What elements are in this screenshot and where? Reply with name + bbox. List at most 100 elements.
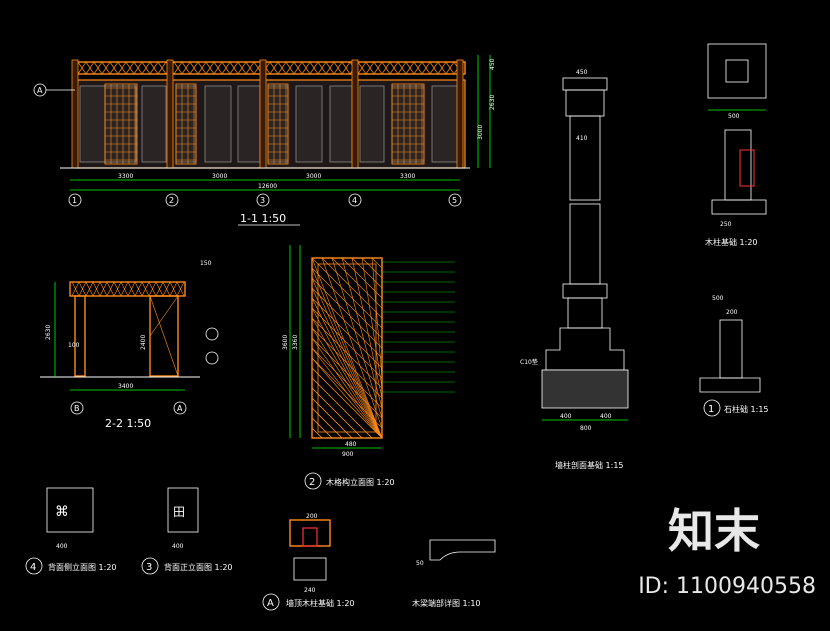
wall-shaft-top xyxy=(569,115,601,201)
column-top-number: A xyxy=(267,598,274,609)
lattice-strut xyxy=(285,61,295,75)
height-2: 2630 xyxy=(489,95,496,110)
watermark-logo: 知末 xyxy=(668,504,760,558)
span-4: 3300 xyxy=(400,173,415,180)
section-strut xyxy=(99,281,108,297)
section-wall-hatch xyxy=(149,295,179,377)
wall-cap-lower xyxy=(565,89,605,117)
column-base-insert xyxy=(739,149,755,187)
lattice-strut xyxy=(101,61,111,75)
lattice-strut xyxy=(413,61,423,75)
elevation-stone-panel xyxy=(267,85,289,163)
elevation-stone-panel xyxy=(431,85,459,163)
wall-band xyxy=(562,283,608,299)
wall-column-section: 400 400 800 450 410 C10垫 墙柱剖面基础 1:15 xyxy=(520,69,629,470)
lattice-strut xyxy=(397,61,407,75)
lattice-strut xyxy=(301,61,311,75)
gate-diagonal-rev xyxy=(311,347,383,419)
section-sub-dim-1: 100 xyxy=(68,342,80,349)
grid-label-5: 5 xyxy=(452,196,457,205)
grid-label-1: 1 xyxy=(72,196,77,205)
stone-column-title: 石柱础 1:15 xyxy=(724,404,769,414)
column-top-number-circle xyxy=(262,593,280,611)
elevation-stone-panel xyxy=(141,85,167,163)
gate-diagonal-rev xyxy=(311,417,333,439)
column-base-dim: 250 xyxy=(720,221,732,228)
detail-4-dim: 400 xyxy=(56,543,68,550)
gate-diagonal-rev xyxy=(311,287,383,359)
section-strut xyxy=(78,281,87,297)
wall-dim-right: 400 xyxy=(600,413,612,420)
gate-diagonal-rev xyxy=(311,277,383,349)
stone-column-number-circle xyxy=(703,399,721,417)
lattice-strut xyxy=(85,61,95,75)
wood-gate-width-1: 480 xyxy=(345,441,357,448)
section-axis-a-label: A xyxy=(177,404,183,413)
section-callout-4 xyxy=(205,351,219,365)
gate-diagonal xyxy=(351,257,383,399)
lattice-strut xyxy=(437,61,447,75)
column-base-footing xyxy=(711,199,767,215)
section-strut xyxy=(155,281,164,297)
column-top-dim: 200 xyxy=(306,513,318,520)
detail-3-dim: 400 xyxy=(172,543,184,550)
elevation-post xyxy=(71,59,79,169)
detail-4-number: 4 xyxy=(30,562,36,573)
wood-gate-title: 木格构立面图 1:20 xyxy=(326,477,395,487)
section-beam xyxy=(69,281,186,297)
lattice-strut xyxy=(149,61,159,75)
detail-3: 田 400 3 背面正立面图 1:20 xyxy=(141,487,233,575)
column-plan-dim: 500 xyxy=(728,113,740,120)
elevation-post xyxy=(166,59,174,169)
elevation-title: 1-1 1:50 xyxy=(240,212,286,225)
lattice-strut xyxy=(293,61,303,75)
grid-label-3: 3 xyxy=(260,196,265,205)
elevation-stone-panel xyxy=(204,85,232,163)
elevation-stone-panel xyxy=(359,85,385,163)
wall-shaft-dim: 410 xyxy=(576,135,588,142)
height-1: 3000 xyxy=(477,125,484,140)
column-top-insert xyxy=(302,527,318,547)
height-3: 450 xyxy=(489,58,496,70)
lattice-strut xyxy=(197,61,207,75)
lattice-strut xyxy=(77,61,87,75)
wall-foundation xyxy=(541,369,629,409)
wood-gate-height-1: 3600 xyxy=(282,335,289,350)
lattice-strut xyxy=(133,61,143,75)
section-strut xyxy=(113,281,122,297)
gate-diagonal-rev xyxy=(331,257,383,309)
gate-diagonal xyxy=(331,257,383,419)
lattice-strut xyxy=(141,61,151,75)
elevation-stone-panel xyxy=(391,85,425,163)
elevation-stone-panel xyxy=(295,85,323,163)
section-axis-a xyxy=(173,401,187,415)
lattice-strut xyxy=(421,61,431,75)
gate-diagonal xyxy=(341,257,383,409)
column-top-title: 墙顶木柱基础 1:20 xyxy=(286,598,355,608)
lattice-strut xyxy=(405,61,415,75)
lattice-strut xyxy=(357,61,367,75)
gate-diagonal-rev xyxy=(311,357,383,429)
gate-diagonal-rev xyxy=(341,257,383,299)
beam-end-profile xyxy=(429,539,496,561)
beam-end-title: 木梁端部详图 1:10 xyxy=(412,598,481,608)
section-strut xyxy=(92,281,101,297)
wall-cap xyxy=(562,77,608,91)
column-base-title: 木柱基础 1:20 xyxy=(705,237,758,247)
lattice-strut xyxy=(93,61,103,75)
column-plan-outer xyxy=(707,43,767,99)
lattice-strut xyxy=(245,61,255,75)
gate-diagonal xyxy=(311,277,383,439)
lattice-strut xyxy=(381,61,391,75)
elevation-post xyxy=(456,59,464,169)
section-strut xyxy=(85,281,94,297)
detail-4-glyph: ⌘ xyxy=(55,504,69,520)
section-strut xyxy=(148,281,157,297)
section-wall-hatch-2 xyxy=(149,295,179,337)
lattice-strut xyxy=(445,61,455,75)
wood-gate-height-2: 3360 xyxy=(292,335,299,350)
lattice-strut xyxy=(125,61,135,75)
section-strut xyxy=(176,281,185,297)
beam-end-dim: 50 xyxy=(416,560,424,567)
wall-dim-total: 800 xyxy=(580,425,592,432)
